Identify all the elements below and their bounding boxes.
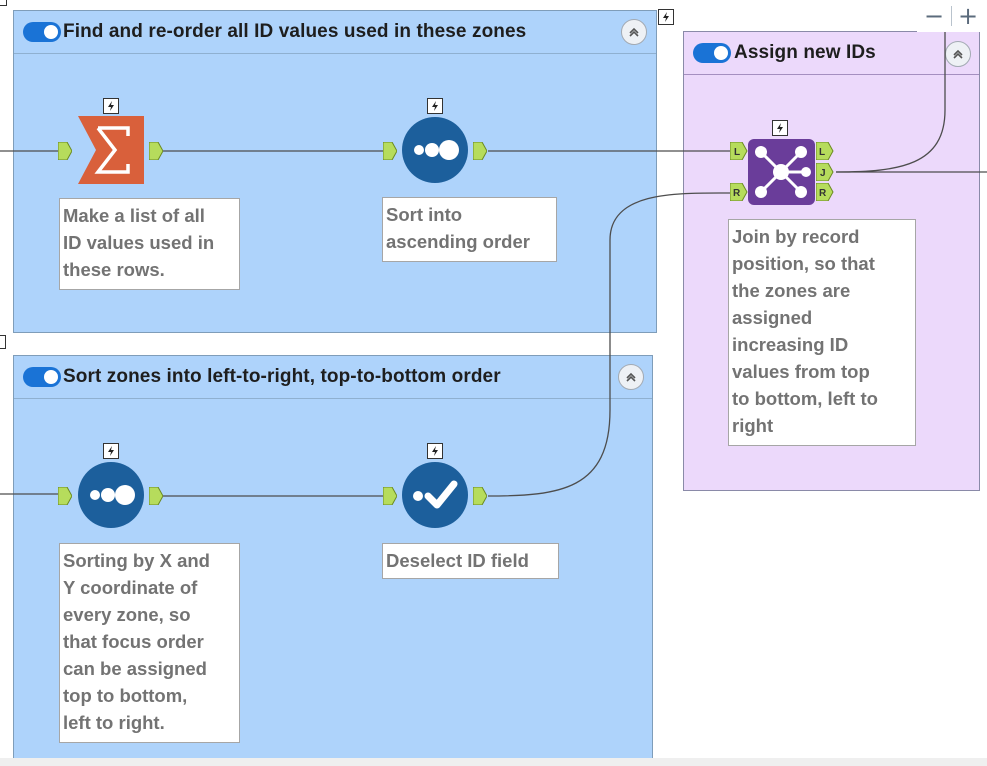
container-header[interactable]: Find and re-order all ID values used in … (14, 11, 656, 54)
edge-marker (0, 335, 6, 349)
bolt-icon (427, 98, 443, 114)
annotation-line: Sort into (386, 204, 463, 225)
annotation-line: position, so that (732, 253, 875, 274)
annotation-line: left to right. (63, 712, 165, 733)
output-anchor[interactable] (149, 142, 163, 160)
output-anchor-left[interactable]: L (816, 142, 834, 160)
annotation-sort-xy: Sorting by X and Y coordinate of every z… (59, 543, 240, 743)
anchor-label: J (820, 168, 826, 179)
edge-marker (0, 0, 7, 6)
zoom-out-button[interactable]: − (923, 2, 945, 30)
annotation-line: Deselect ID field (386, 550, 529, 571)
zoom-in-button[interactable]: + (957, 2, 979, 30)
annotation-line: ascending order (386, 231, 530, 252)
annotation-line: Sorting by X and (63, 550, 210, 571)
annotation-sort-ascending: Sort into ascending order (382, 197, 557, 262)
zoom-divider (951, 6, 952, 26)
annotation-join: Join by record position, so that the zon… (728, 219, 916, 446)
tool-select[interactable] (402, 462, 468, 528)
annotation-line: that focus order (63, 631, 204, 652)
anchor-label: L (819, 147, 825, 158)
annotation-line: values from top (732, 361, 870, 382)
sort-icon (78, 462, 144, 528)
tool-sort-xy[interactable] (78, 462, 144, 528)
input-anchor-left[interactable]: L (730, 142, 748, 160)
annotation-select: Deselect ID field (382, 543, 559, 579)
anchor-label: R (733, 188, 741, 199)
output-anchor[interactable] (473, 142, 487, 160)
output-anchor-join[interactable]: J (816, 163, 834, 181)
bolt-icon (103, 98, 119, 114)
select-checkmark-icon (402, 462, 468, 528)
tool-sort-ascending[interactable] (402, 117, 468, 183)
container-title: Assign new IDs (734, 42, 876, 63)
annotation-line: ID values used in (63, 232, 215, 253)
container-header[interactable]: Sort zones into left-to-right, top-to-bo… (14, 356, 652, 399)
collapse-button[interactable] (621, 19, 647, 45)
summarize-sigma-icon (78, 116, 144, 184)
annotation-line: right (732, 415, 774, 436)
container-title: Sort zones into left-to-right, top-to-bo… (63, 366, 501, 387)
container-header[interactable]: Assign new IDs (684, 32, 979, 75)
collapse-button[interactable] (618, 364, 644, 390)
annotation-line: can be assigned (63, 658, 207, 679)
join-multiple-icon (748, 139, 815, 205)
container-enable-toggle[interactable] (693, 43, 731, 63)
wire-select-to-join-right (487, 192, 734, 497)
input-anchor[interactable] (58, 142, 72, 160)
annotation-line: Y coordinate of (63, 577, 198, 598)
container-enable-toggle[interactable] (23, 367, 61, 387)
container-title: Find and re-order all ID values used in … (63, 21, 527, 42)
annotation-line: top to bottom, (63, 685, 188, 706)
bolt-icon (103, 443, 119, 459)
tool-join[interactable] (748, 139, 815, 205)
sort-icon (402, 117, 468, 183)
zoom-controls: − + (917, 0, 987, 32)
anchor-label: R (819, 188, 827, 199)
annotation-line: these rows. (63, 259, 165, 280)
tool-summarize[interactable] (78, 116, 144, 184)
output-anchor[interactable] (149, 487, 163, 505)
bolt-icon (658, 9, 674, 25)
output-anchor[interactable] (473, 487, 487, 505)
input-anchor[interactable] (383, 142, 397, 160)
input-anchor-right[interactable]: R (730, 183, 748, 201)
bolt-icon (772, 120, 788, 136)
annotation-line: to bottom, left to (732, 388, 878, 409)
output-anchor-right[interactable]: R (816, 183, 834, 201)
input-anchor[interactable] (58, 487, 72, 505)
annotation-line: the zones are (732, 280, 851, 301)
annotation-line: Make a list of all (63, 205, 205, 226)
annotation-line: Join by record (732, 226, 860, 247)
wire-join-out-up (835, 15, 946, 173)
annotation-line: increasing ID (732, 334, 849, 355)
annotation-line: every zone, so (63, 604, 191, 625)
anchor-label: L (734, 147, 740, 158)
annotation-summarize: Make a list of all ID values used in the… (59, 198, 240, 290)
annotation-line: assigned (732, 307, 813, 328)
container-enable-toggle[interactable] (23, 22, 61, 42)
bolt-icon (427, 443, 443, 459)
input-anchor[interactable] (383, 487, 397, 505)
horizontal-scrollbar[interactable] (0, 758, 987, 766)
